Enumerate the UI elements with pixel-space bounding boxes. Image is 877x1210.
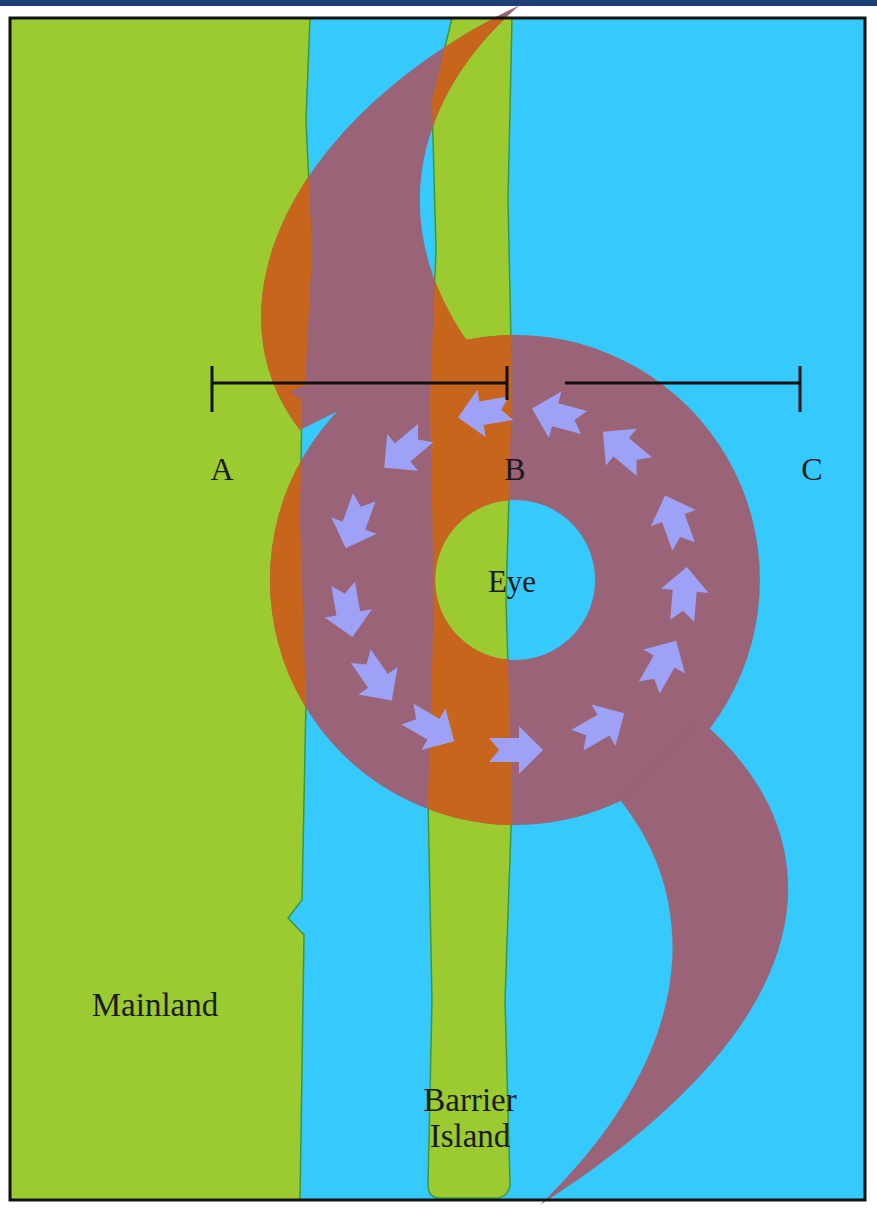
eye-circle: Eye (437, 507, 587, 657)
wind-arrow (526, 385, 591, 445)
region-label: Barrier Island (395, 1082, 545, 1155)
wind-arrow (628, 629, 697, 700)
wind-arrow (489, 726, 543, 774)
point-label: B (485, 452, 545, 487)
wind-arrow (565, 692, 636, 761)
wind-arrow (323, 489, 387, 556)
wind-arrow (658, 565, 711, 623)
wind-arrow (319, 580, 376, 642)
point-label: C (782, 452, 842, 487)
wind-arrow (643, 487, 707, 554)
wind-arrow (341, 642, 411, 714)
wind-arrow (395, 693, 466, 762)
eye-label: Eye (488, 565, 536, 599)
wind-arrow (369, 415, 441, 486)
point-label: A (192, 452, 252, 487)
region-label: Mainland (40, 987, 270, 1023)
wind-arrow (587, 413, 659, 484)
